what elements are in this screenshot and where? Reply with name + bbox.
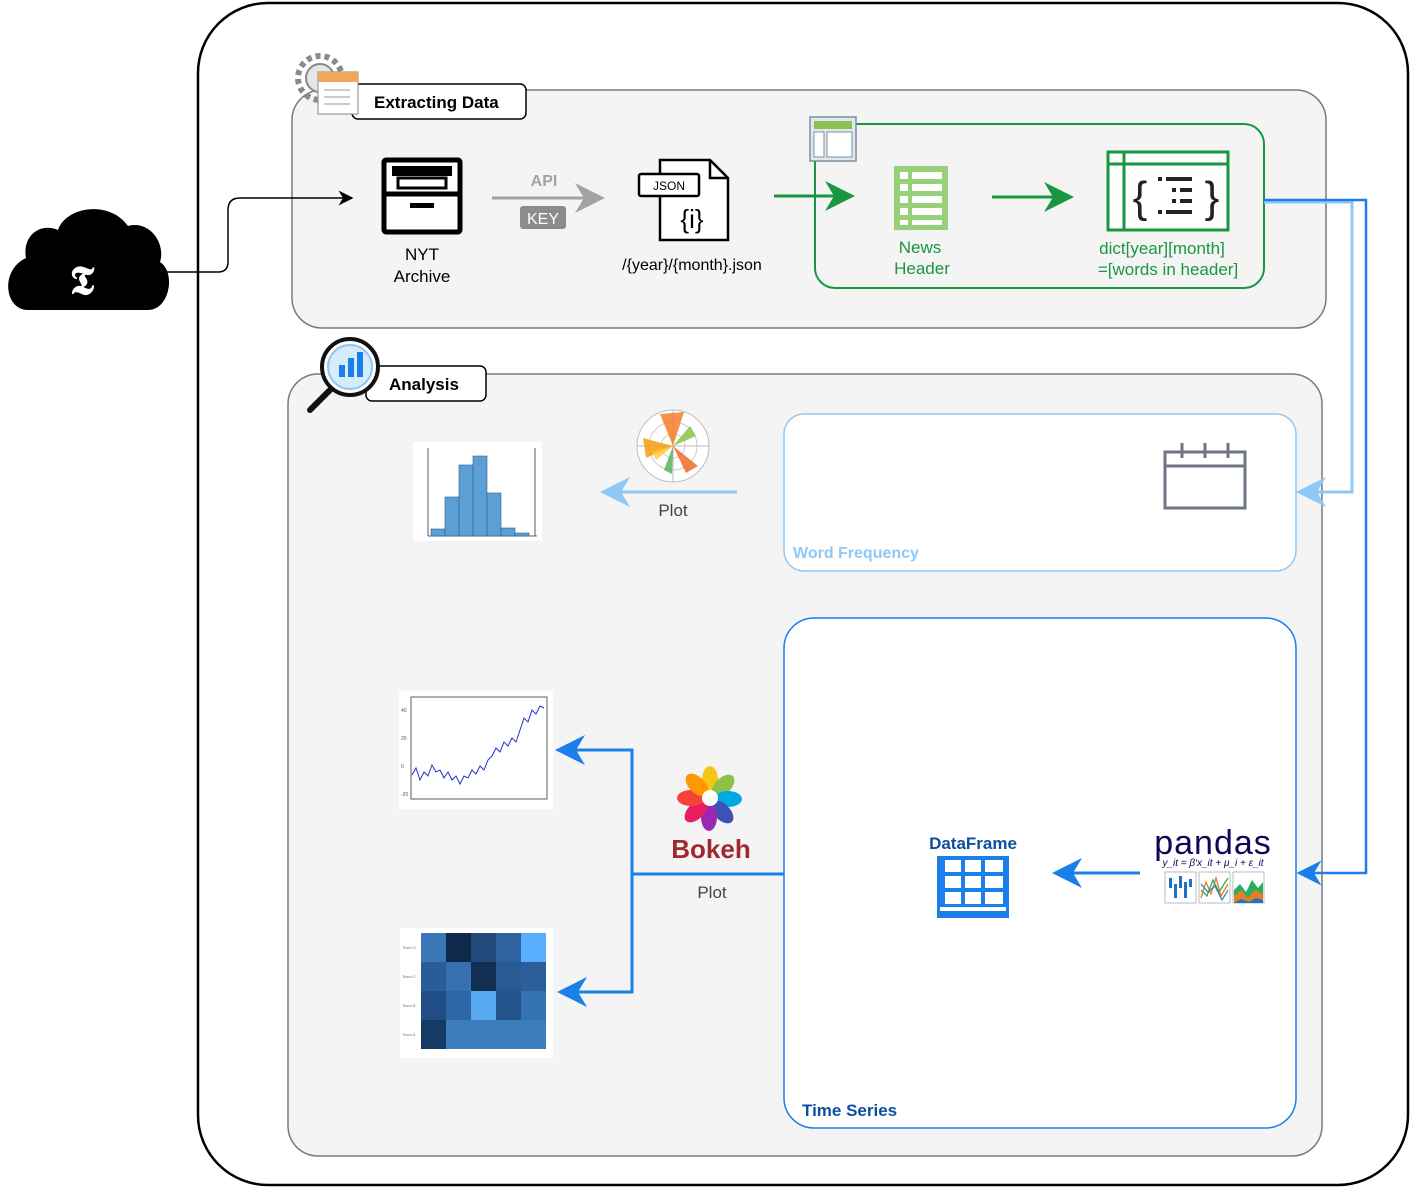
dict-to-time-series-arrow [1264,198,1368,886]
json-file-icon: JSON {i} [637,158,730,242]
histogram-thumbnail [413,442,542,541]
archive-label-line1: NYT [405,245,439,264]
extracting-panel [291,89,1327,329]
plot-to-heatmap-arrow [557,874,634,1007]
api-label: API [531,173,558,190]
dict-to-word-frequency-arrow [1264,200,1354,507]
svg-text:}: } [1205,173,1220,222]
json-path-label: /{year}/{month}.json [622,257,762,274]
pandas-charts-icon [1164,871,1265,904]
svg-text:Team C: Team C [402,974,416,979]
extracting-title: Extracting Data [374,93,499,112]
json-braces-icon: { } [1106,150,1230,232]
nyt-cloud-icon: 𝕿 [8,209,170,310]
svg-text:0: 0 [401,764,404,770]
plot-to-line-chart-arrow [555,735,634,874]
bokeh-label: Bokeh [671,834,750,864]
plot-label-bottom: Plot [697,883,727,902]
svg-text:20: 20 [401,736,407,742]
archive-box-icon [381,157,463,235]
key-badge [520,206,566,229]
dataframe-label: DataFrame [929,834,1017,853]
line-chart-thumbnail: 40 20 0 -20 [399,691,553,809]
svg-text:𝕿: 𝕿 [70,259,95,303]
svg-text:40: 40 [401,708,407,714]
parsing-group [814,123,1265,289]
svg-text:Team B: Team B [402,1003,416,1008]
layout-window-icon [809,116,857,162]
news-header-line2: Header [894,259,950,278]
polar-chart-icon [636,409,710,483]
word-frequency-label: Word Frequency [793,545,919,562]
archive-label-line2: Archive [394,267,451,286]
heatmap-thumbnail: Team D Team C Team B Team A [400,928,553,1058]
dict-line2: =[words in header] [1098,260,1238,279]
table-grid-icon [937,856,1009,918]
svg-text:JSON: JSON [653,179,685,193]
pandas-label: pandas [1154,824,1272,862]
list-document-icon [894,166,948,230]
news-header-line1: News [899,238,942,257]
calendar-icon [1163,443,1247,510]
analysis-title: Analysis [389,375,459,394]
time-series-label: Time Series [802,1101,897,1120]
plot-label-top: Plot [658,501,688,520]
magnifier-chart-icon [307,337,380,413]
svg-text:Team A: Team A [402,1032,416,1037]
dict-line1: dict[year][month] [1099,239,1225,258]
svg-text:Team D: Team D [402,945,416,950]
bokeh-logo-icon [677,766,742,831]
svg-text:{: { [1133,173,1148,222]
key-label: KEY [527,211,559,228]
cloud-to-archive-arrow [165,190,354,273]
svg-text:{i}: {i} [680,204,703,234]
gear-document-icon [295,53,359,115]
svg-text:-20: -20 [401,792,408,798]
pandas-formula: y_it = β′x_it + μ_i + ε_it [1161,858,1264,869]
